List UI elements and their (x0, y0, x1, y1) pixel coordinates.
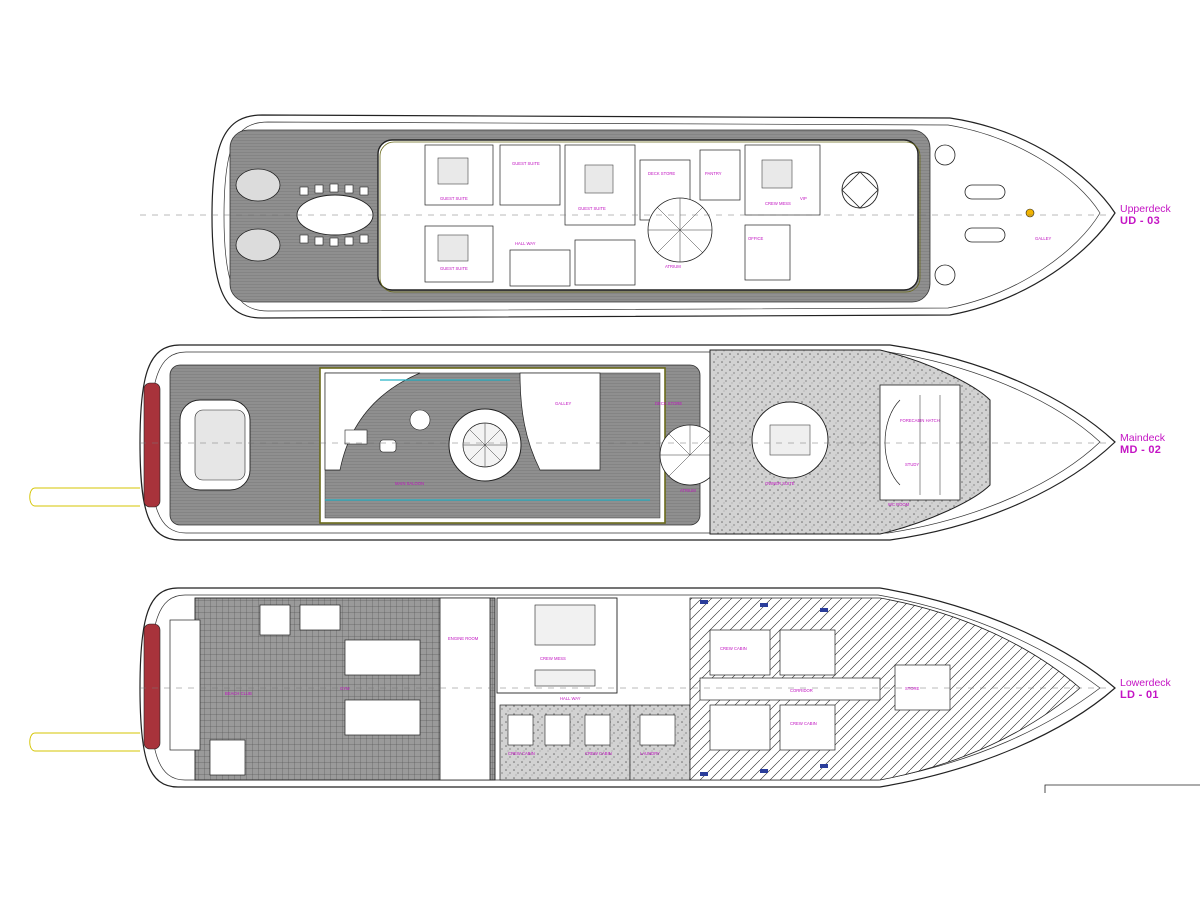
lower-deck-plan: BEACH CLUB GYM ENGINE ROOM CREW MESS CRE… (29, 587, 1200, 793)
lower-room-label: CREW CABIN (720, 646, 747, 651)
lower-room-label: LAUNDRY (640, 751, 660, 756)
upper-room-label: DECK STORE (648, 171, 675, 176)
main-room-label: GALLEY (555, 401, 572, 406)
main-room-label: DECK STORE (655, 401, 682, 406)
lower-room-label: ENGINE ROOM (448, 636, 479, 641)
main-room-label: STUDY (905, 462, 919, 467)
upper-room-label: HALL WAY (515, 241, 536, 246)
upper-room-label: OFFICE (748, 236, 764, 241)
lower-room-label: GYM (340, 686, 350, 691)
deck-code: LD - 01 (1120, 689, 1159, 702)
lower-aft-mat (143, 623, 161, 750)
main-room-label: FORECABIN HATCH (900, 418, 940, 423)
lower-room-label: CREW MESS (540, 656, 566, 661)
upper-room-label: GUEST SUITE (440, 196, 468, 201)
deck-name: Maindeck (1120, 432, 1165, 444)
lower-room-label: BEACH CLUB (225, 691, 252, 696)
upper-spiral-stair (647, 197, 713, 263)
main-room-label: OWNER SUITE (765, 481, 795, 486)
main-deck-plan: MAIN SALOON GALLEY DECK STORE ATRIUM OWN… (29, 344, 1116, 541)
upper-deck-plan: GUEST SUITE GUEST SUITE GUEST SUITE GUES… (140, 114, 1116, 319)
upper-room-label: GUEST SUITE (578, 206, 606, 211)
main-round-table (448, 408, 522, 482)
main-room-label: ATRIUM (680, 488, 696, 493)
main-room-label: WC ROOM (888, 502, 910, 507)
lower-room-label: CREW CABIN (508, 751, 535, 756)
deck-code: MD - 02 (1120, 444, 1162, 457)
main-room-label: MAIN SALOON (395, 481, 424, 486)
upper-room-label: PANTRY (705, 171, 722, 176)
deck-label-main: Maindeck MD - 02 (1120, 432, 1165, 457)
deck-label-lower: Lowerdeck LD - 01 (1120, 677, 1171, 702)
lower-room-label: STORE (905, 686, 920, 691)
upper-room-label: CREW MESS (765, 201, 791, 206)
upper-room-label: GUEST SUITE (512, 161, 540, 166)
lower-room-label: CREW CABIN (790, 721, 817, 726)
lower-room-label: CREW CABIN (585, 751, 612, 756)
deck-code: UD - 03 (1120, 215, 1160, 228)
lower-room-label: CORRIDOR (790, 688, 813, 693)
deck-label-upper: Upperdeck UD - 03 (1120, 203, 1171, 228)
upper-room-label: GALLEY (1035, 236, 1052, 241)
lower-room-label: HALL WAY (560, 696, 581, 701)
upper-room-label: GUEST SUITE (440, 266, 468, 271)
deck-name: Upperdeck (1120, 203, 1171, 215)
upper-room-label: ATRIUM (665, 264, 681, 269)
upper-room-label: VIP (800, 196, 807, 201)
main-aft-mat (143, 382, 161, 508)
deck-name: Lowerdeck (1120, 677, 1171, 689)
